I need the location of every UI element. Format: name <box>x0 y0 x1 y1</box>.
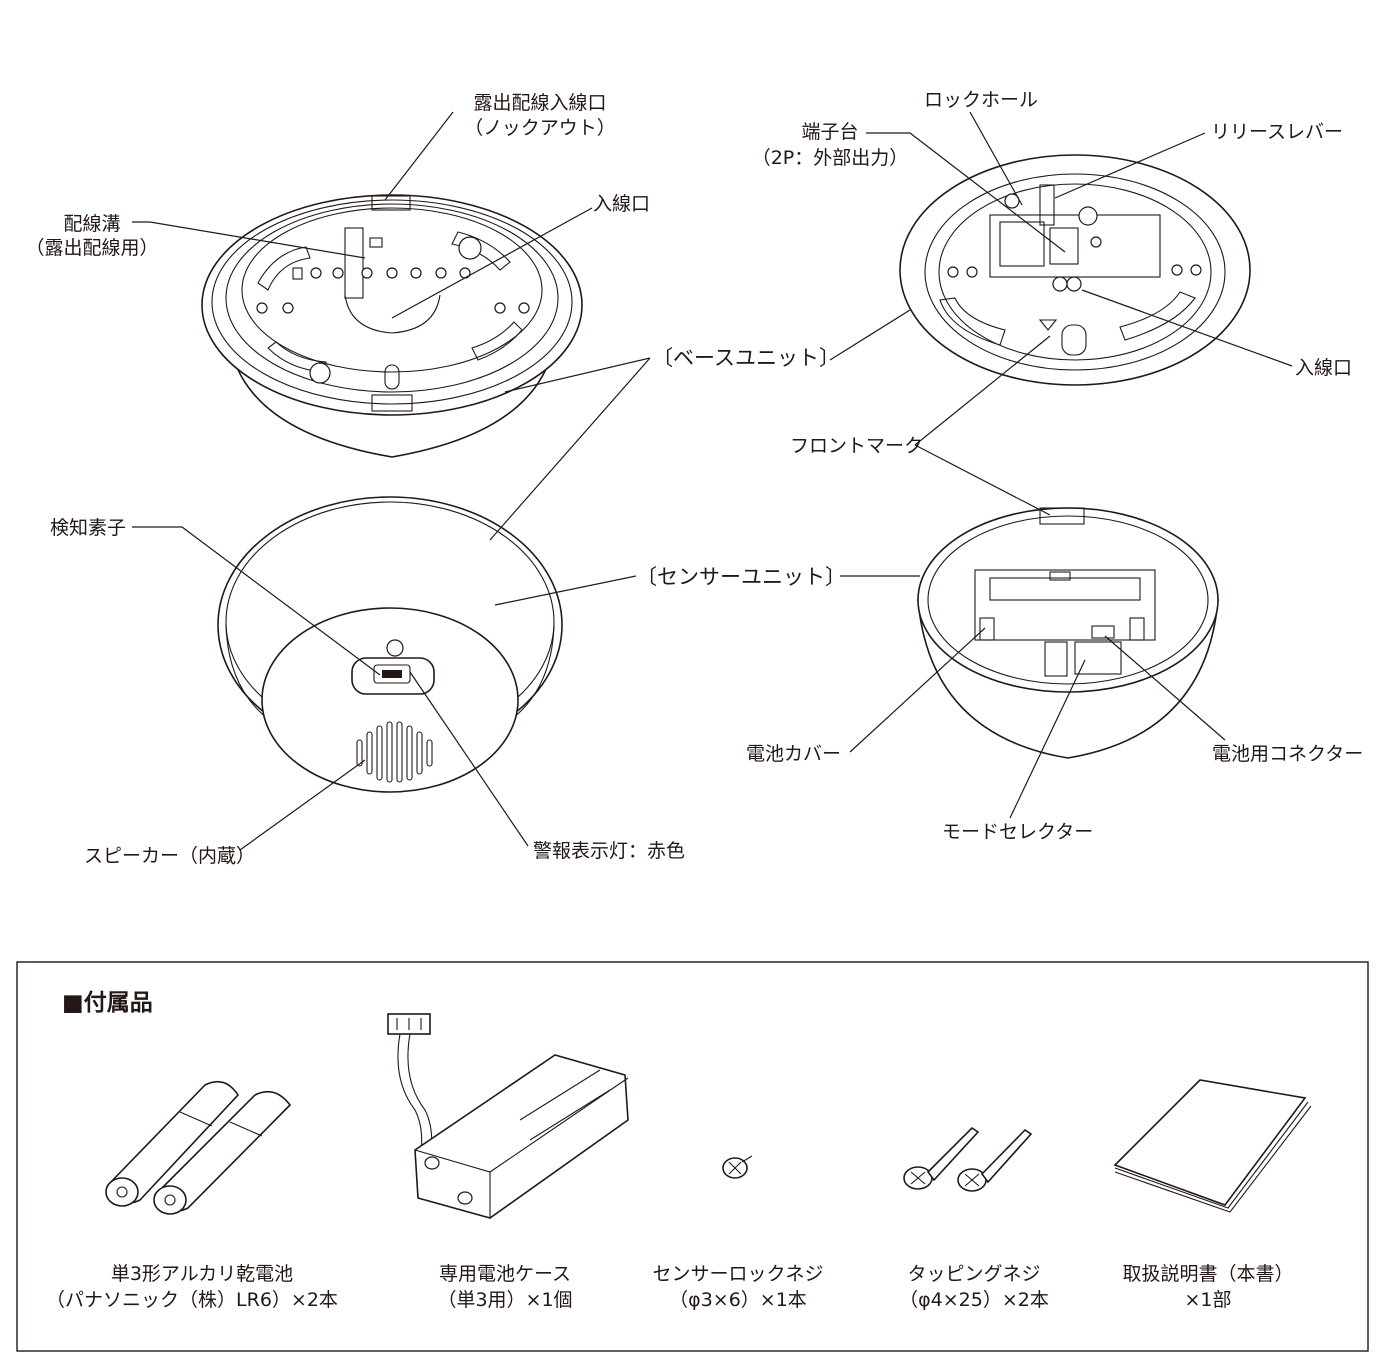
label-exposed-inlet: 露出配線入線口 <box>473 92 606 114</box>
sensor-unit-back-drawing <box>917 507 1219 759</box>
tapping-screw-icon <box>903 1126 1033 1192</box>
base-unit-back-drawing <box>899 154 1251 386</box>
base-unit-drawing <box>201 194 583 458</box>
label-front-mark: フロントマーク <box>790 435 923 457</box>
accessories-panel: ■付属品 <box>16 961 1369 1352</box>
label-release-lever: リリースレバー <box>1211 121 1343 143</box>
screw-icon <box>722 1155 753 1179</box>
label-sensing-element: 検知素子 <box>50 517 126 539</box>
accessory-lock-screw-qty: （φ3×6）×1本 <box>669 1289 807 1311</box>
sensor-unit-drawing <box>217 496 563 793</box>
accessory-lock-screw-name: センサーロックネジ <box>652 1263 823 1285</box>
labels: 露出配線入線口 （ノックアウト） 配線溝 （露出配線用） 入線口 〔ベースユニッ… <box>25 89 1363 867</box>
label-base-unit: 〔ベースユニット〕 <box>652 346 840 370</box>
label-lock-hole: ロックホール <box>924 89 1038 111</box>
accessory-case-name: 専用電池ケース <box>439 1263 571 1285</box>
battery-case-icon <box>387 1013 629 1219</box>
accessory-battery-name: 単3形アルカリ乾電池 <box>111 1263 293 1285</box>
label-mode-selector: モードセレクター <box>942 821 1093 843</box>
leader-lines <box>132 111 1293 851</box>
accessory-battery-qty: （パナソニック（株）LR6）×2本 <box>46 1289 338 1311</box>
accessories-title: ■付属品 <box>62 990 153 1016</box>
label-battery-connector: 電池用コネクター <box>1212 743 1363 765</box>
label-battery-cover: 電池カバー <box>746 743 841 765</box>
label-speaker: スピーカー（内蔵） <box>84 845 255 867</box>
label-knockout: （ノックアウト） <box>464 117 616 139</box>
label-sensor-unit: 〔センサーユニット〕 <box>636 565 846 589</box>
accessory-manual-qty: ×1部 <box>1184 1289 1231 1311</box>
label-inlet-right: 入線口 <box>1295 357 1352 379</box>
speaker-grille <box>356 721 433 783</box>
accessory-manual-name: 取扱説明書（本書） <box>1122 1263 1293 1285</box>
battery-icon <box>105 1080 292 1215</box>
manual-icon <box>1113 1079 1312 1213</box>
accessory-tapping-screw-qty: （φ4×25）×2本 <box>899 1289 1049 1311</box>
accessory-case-qty: （単3用）×1個 <box>437 1289 572 1311</box>
label-wiring-groove: 配線溝 <box>63 213 120 235</box>
label-inlet-left: 入線口 <box>593 193 650 215</box>
label-terminal: 端子台 <box>801 121 858 143</box>
accessory-tapping-screw-name: タッピングネジ <box>907 1263 1040 1285</box>
label-wiring-groove-note: （露出配線用） <box>25 237 158 259</box>
label-alarm-lamp: 警報表示灯：赤色 <box>533 840 685 862</box>
label-terminal-note: （2P：外部出力） <box>752 147 909 169</box>
